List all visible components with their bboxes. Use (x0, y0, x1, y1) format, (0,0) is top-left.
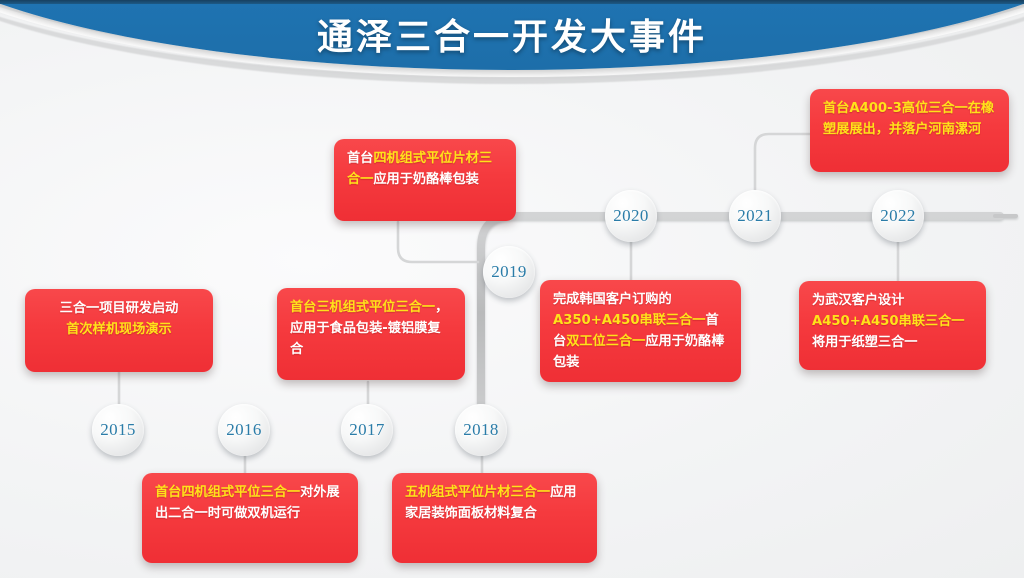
event-2020-run1: 完成韩国客户订购的 (553, 292, 672, 307)
year-label-2021: 2021 (737, 206, 773, 225)
event-2018-run1: 五机组式平位片材三合一 (405, 485, 551, 500)
year-label-2022: 2022 (880, 206, 916, 225)
event-2019-run1: 首台 (347, 151, 374, 166)
timeline-node-2019[interactable]: 2019 (483, 246, 535, 298)
event-card-2015[interactable]: 三合一项目研发启动 首次样机现场演示 (25, 289, 213, 372)
stem-2021 (753, 132, 814, 192)
title-banner: 通泽三合一开发大事件 (0, 0, 1024, 92)
timeline-node-2017[interactable]: 2017 (341, 404, 393, 456)
banner-shadow-arc (0, 0, 1024, 84)
timeline-node-2021[interactable]: 2021 (729, 190, 781, 242)
timeline-node-2018[interactable]: 2018 (455, 404, 507, 456)
event-2018-run2: 应用家居装饰面板材料复合 (405, 485, 577, 521)
event-2019-run3: 应用于奶酪棒包装 (373, 171, 479, 187)
event-card-2017[interactable]: 首台三机组式平位三合一，应用于食品包装-镀铝膜复合 (277, 288, 465, 380)
event-card-2022[interactable]: 为武汉客户设计 A450+A450串联三合一将用于纸塑三合一 (799, 281, 986, 370)
event-2020-run5: 应用于奶酪棒包装 (553, 333, 725, 370)
event-2022-run3: 将用于纸塑三合一 (812, 334, 918, 350)
year-label-2020: 2020 (613, 206, 649, 225)
event-2016-run3: 对外展出二合一时可做双机运行 (155, 485, 340, 521)
year-label-2018: 2018 (463, 420, 499, 439)
event-card-2020[interactable]: 完成韩国客户订购的 A350+A450串联三合一首台双工位三合一应用于奶酪棒包装 (540, 280, 741, 382)
year-label-2017: 2017 (349, 420, 385, 439)
banner-white-arc (0, 0, 1024, 77)
event-2020-run3: 首台 (553, 312, 719, 349)
event-card-2018[interactable]: 五机组式平位片材三合一应用家居装饰面板材料复合 (392, 473, 597, 563)
event-2016-run2: 四机组式平位三合一 (181, 485, 301, 500)
timeline-node-2015[interactable]: 2015 (92, 404, 144, 456)
event-2016-run1: 首台 (155, 485, 182, 500)
event-2017-run2: 三机组式平位三合一 (316, 300, 436, 315)
event-2022-run2: A450+A450串联三合一 (812, 313, 965, 329)
event-2015-line1: 三合一项目研发启动 (59, 301, 179, 316)
stem-2019 (396, 220, 480, 264)
event-2017-run1: 首台 (290, 300, 317, 315)
event-2020-run2: A350+A450串联三合一 (553, 312, 706, 328)
year-label-2015: 2015 (100, 420, 136, 439)
year-label-2016: 2016 (226, 420, 262, 439)
timeline-node-2016[interactable]: 2016 (218, 404, 270, 456)
event-2021-run1: 首台A400-3高位三合一 (823, 101, 968, 116)
timeline-node-2022[interactable]: 2022 (872, 190, 924, 242)
page-title: 通泽三合一开发大事件 (316, 17, 707, 58)
year-label-2019: 2019 (491, 262, 527, 281)
event-card-2016[interactable]: 首台四机组式平位三合一对外展出二合一时可做双机运行 (142, 473, 358, 563)
event-2015-line2: 首次样机现场演示 (66, 321, 172, 337)
banner-top-rule (0, 0, 1024, 4)
event-2019-run2: 四机组式平位片材三合一 (347, 151, 493, 187)
event-2021-run3: 南漯河 (941, 121, 982, 137)
timeline-node-2020[interactable]: 2020 (605, 190, 657, 242)
event-card-2021[interactable]: 首台A400-3高位三合一在橡塑展展出，并落户河南漯河 (810, 89, 1009, 172)
event-2022-run1: 为武汉客户设计 (812, 293, 905, 308)
event-2021-run2: 在橡塑展展出，并落户河 (823, 101, 995, 137)
event-card-2019[interactable]: 首台四机组式平位片材三合一应用于奶酪棒包装 (334, 139, 516, 221)
event-2020-run4: 双工位三合一 (566, 333, 646, 349)
event-2017-run3: ，应用于食品包装-镀铝膜复合 (290, 300, 449, 357)
